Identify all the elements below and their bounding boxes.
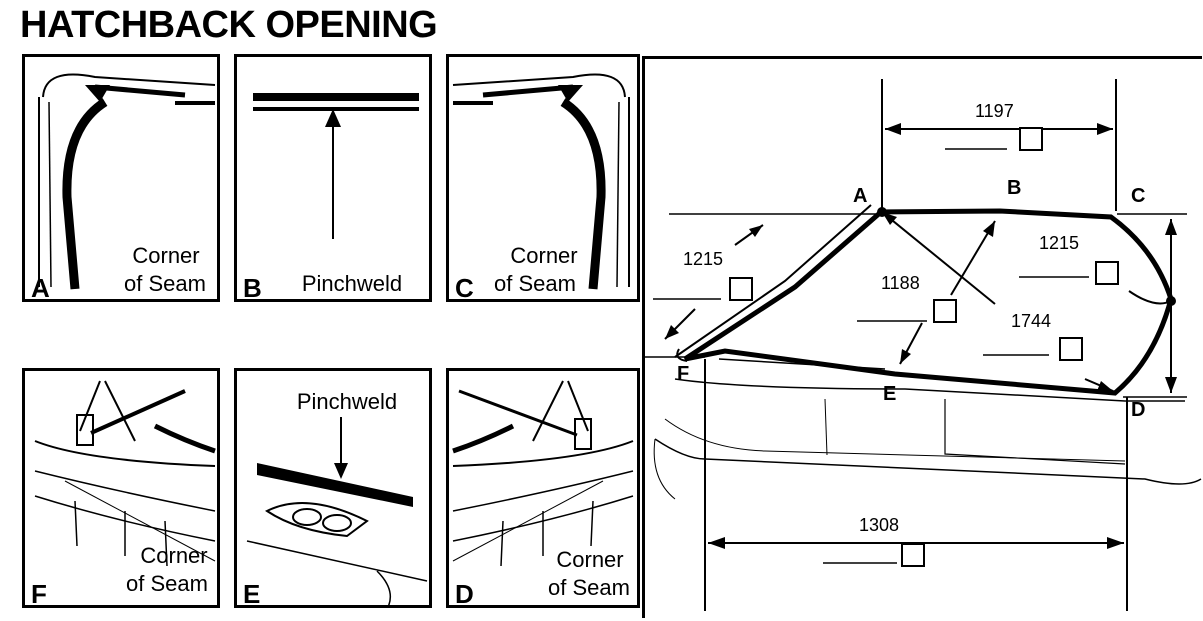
dimension-diagonal-value: 1744 [1011, 311, 1052, 331]
dimension-bottom-checkbox[interactable] [901, 543, 925, 567]
dimension-top-checkbox[interactable] [1019, 127, 1043, 151]
page-title: HATCHBACK OPENING [20, 4, 438, 46]
panel-c-corner-seam: C Corner of Seam [446, 54, 640, 302]
panel-c-caption-line2: of Seam [494, 271, 576, 296]
point-label-a: A [853, 185, 868, 207]
panel-a-caption-line2: of Seam [124, 271, 206, 296]
dimension-top-value: 1197 [975, 101, 1014, 121]
panel-c-caption-line1: Corner [510, 243, 578, 268]
panel-c-illustration [452, 73, 630, 290]
panel-b-illustration [253, 93, 419, 239]
panel-b-caption: Pinchweld [301, 271, 403, 296]
dimension-center-value: 1188 [881, 273, 920, 293]
point-label-c: C [1131, 185, 1146, 207]
panel-d-letter: D [455, 579, 474, 608]
panel-b-pinchweld: B Pinchweld [234, 54, 432, 302]
panel-a-letter: A [31, 273, 50, 302]
panel-e-caption: Pinchweld [296, 389, 398, 414]
panel-e-pinchweld: Pinchweld E [234, 368, 432, 608]
panel-f-caption-line1: Corner [140, 543, 208, 568]
panel-b-letter: B [243, 273, 262, 302]
panel-c-letter: C [455, 273, 474, 302]
panel-f-letter: F [31, 579, 47, 608]
dimension-right-checkbox[interactable] [1095, 261, 1119, 285]
point-label-b: B [1007, 177, 1022, 199]
point-label-e: E [883, 383, 897, 405]
point-label-f: F [677, 363, 690, 385]
panel-f-illustration [34, 380, 216, 567]
panel-d-caption-line2: of Seam [548, 575, 630, 600]
dimension-diagonal-checkbox[interactable] [1059, 337, 1083, 361]
panel-d-illustration [452, 380, 634, 567]
dimension-left-value: 1215 [683, 249, 724, 269]
panel-f-caption-line2: of Seam [126, 571, 208, 596]
panel-d-corner-seam: D Corner of Seam [446, 368, 640, 608]
dimension-right-value: 1215 [1039, 233, 1080, 253]
panel-d-caption-line1: Corner [556, 547, 624, 572]
panel-e-illustration [246, 417, 428, 605]
hatchback-measurement-diagram: A B C D E F 1197 1215 1215 1188 1744 130… [642, 56, 1202, 618]
dimension-left-checkbox[interactable] [729, 277, 753, 301]
dimension-center-checkbox[interactable] [933, 299, 957, 323]
panel-a-illustration [38, 73, 216, 290]
panel-a-corner-seam: A Corner of Seam [22, 54, 220, 302]
panel-a-caption-line1: Corner [132, 243, 200, 268]
panel-f-corner-seam: F Corner of Seam [22, 368, 220, 608]
hatchback-outline-drawing [645, 79, 1202, 611]
point-label-d: D [1131, 399, 1146, 421]
panel-e-letter: E [243, 579, 261, 608]
dimension-bottom-value: 1308 [859, 515, 900, 535]
